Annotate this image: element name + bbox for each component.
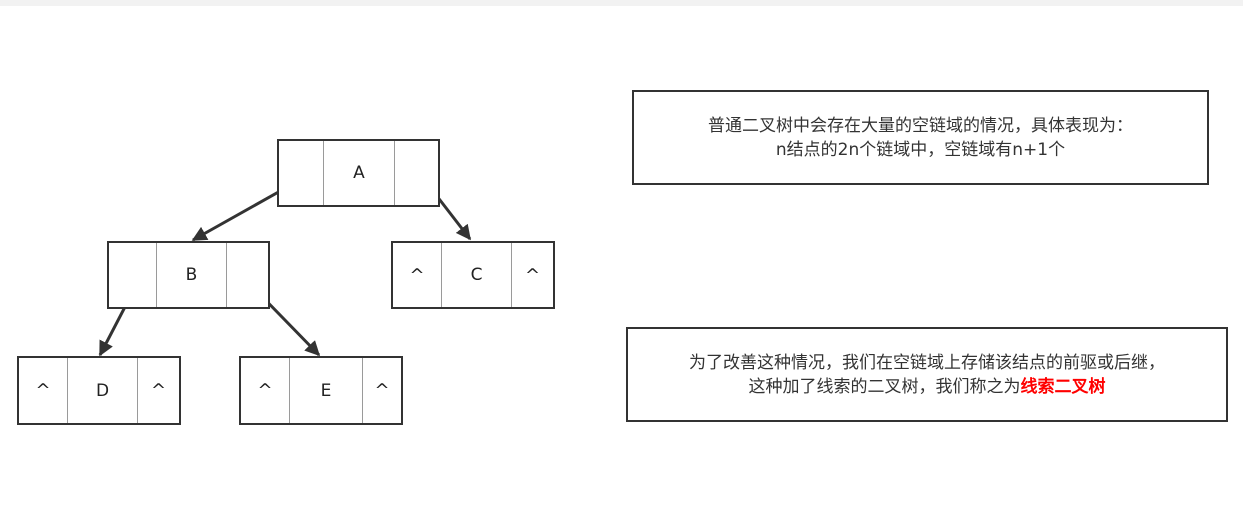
note-empty-links: 普通二叉树中会存在大量的空链域的情况，具体表现为： n结点的2n个链域中，空链域… bbox=[632, 90, 1209, 185]
node-e-left-pointer: ^ bbox=[257, 380, 273, 401]
tree-node-b: B bbox=[107, 241, 270, 309]
tree-node-c: ^ C ^ bbox=[391, 241, 555, 309]
tree-node-e: ^ E ^ bbox=[239, 356, 403, 425]
node-d-left-pointer: ^ bbox=[35, 380, 51, 401]
node-c-label: C bbox=[441, 243, 511, 307]
node-b-right-pointer bbox=[226, 243, 268, 307]
note-empty-links-line2: n结点的2n个链域中，空链域有n+1个 bbox=[775, 139, 1066, 160]
note-threaded-tree-line1: 为了改善这种情况，我们在空链域上存储该结点的前驱或后继， bbox=[689, 352, 1165, 373]
node-a-left-pointer bbox=[279, 141, 323, 205]
note-threaded-tree: 为了改善这种情况，我们在空链域上存储该结点的前驱或后继， 这种加了线索的二叉树，… bbox=[626, 327, 1228, 422]
threaded-binary-tree-highlight: 线索二叉树 bbox=[1020, 376, 1106, 397]
node-a-right-pointer bbox=[394, 141, 438, 205]
node-b-label: B bbox=[156, 243, 226, 307]
tree-node-d: ^ D ^ bbox=[17, 356, 181, 425]
note-threaded-tree-line2: 这种加了线索的二叉树，我们称之为线索二叉树 bbox=[749, 375, 1106, 399]
node-c-left-pointer: ^ bbox=[409, 264, 425, 286]
tree-node-a: A bbox=[277, 139, 440, 207]
node-b-left-pointer bbox=[109, 243, 156, 307]
note-empty-links-line1: 普通二叉树中会存在大量的空链域的情况，具体表现为： bbox=[708, 115, 1133, 136]
node-d-right-pointer: ^ bbox=[137, 358, 179, 423]
node-e-right-pointer: ^ bbox=[362, 358, 401, 423]
note-threaded-tree-line2-text: 这种加了线索的二叉树，我们称之为 bbox=[748, 376, 1021, 397]
node-a-label: A bbox=[323, 141, 394, 205]
top-bar bbox=[0, 0, 1243, 6]
node-c-right-pointer: ^ bbox=[511, 243, 553, 307]
node-e-label: E bbox=[289, 358, 362, 423]
node-d-label: D bbox=[67, 358, 137, 423]
